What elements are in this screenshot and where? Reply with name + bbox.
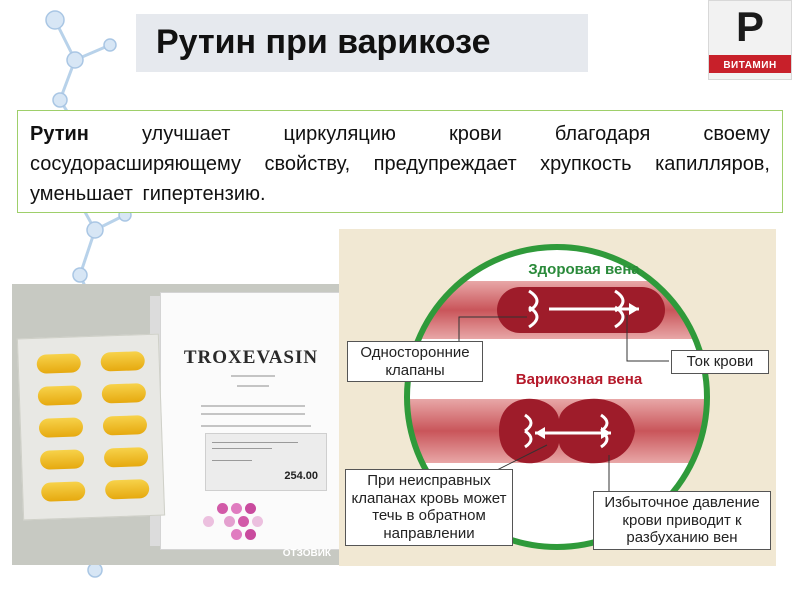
capsule [36, 353, 82, 374]
label-line [212, 448, 272, 449]
flow-callout: Ток крови [671, 350, 769, 374]
description-rest: улучшает циркуляцию крови благодаря свое… [30, 123, 770, 205]
package-text-line [231, 375, 275, 377]
capsule-blister [16, 333, 166, 521]
logo-caption: ВИТАМИН [723, 60, 777, 71]
description-lead: Рутин [30, 123, 89, 145]
package-text-line [201, 413, 305, 415]
valves-leader [458, 316, 527, 344]
logo-letter: Р [735, 3, 764, 50]
pattern-dot [224, 516, 235, 527]
pattern-dot [252, 516, 263, 527]
capsule [101, 383, 147, 404]
healthy-vein-heading: Здоровая вена [528, 261, 640, 278]
capsule [102, 415, 148, 436]
package-brand: TROXEVASIN [183, 347, 319, 368]
title-box: Рутин при варикозе [136, 14, 588, 72]
package-text-line [201, 425, 311, 427]
pattern-dot [231, 503, 242, 514]
label-line [212, 442, 298, 443]
slide-title: Рутин при варикозе [156, 23, 491, 61]
pattern-dot [245, 503, 256, 514]
vitamin-logo: Р ВИТАМИН [708, 0, 792, 80]
pattern-dot [217, 503, 228, 514]
capsule [40, 481, 86, 502]
capsule [103, 447, 149, 468]
varicose-valve-left [524, 413, 533, 449]
description-text: Рутин улучшает циркуляцию крови благодар… [30, 119, 770, 209]
varicose-vein-heading: Варикозная вена [515, 371, 643, 388]
logo-strip [709, 55, 791, 73]
pressure-callout: Избыточное давление крови приводит к раз… [593, 491, 771, 551]
pattern-dot [231, 529, 242, 540]
healthy-flow-arrowhead [629, 303, 639, 315]
varicose-vein-core [499, 398, 635, 464]
label-line [212, 460, 252, 461]
medicine-package: TROXEVASIN 254.00 [160, 292, 341, 550]
capsule [104, 479, 150, 500]
capsule [37, 385, 83, 406]
valves-callout: Односторонние клапаны [347, 341, 483, 383]
price-label: 254.00 [205, 433, 327, 491]
reverse-flow-callout: При неисправных клапанах кровь может теч… [345, 469, 513, 546]
flow-leader [626, 315, 669, 362]
package-text-line [201, 405, 305, 407]
price-value: 254.00 [284, 470, 318, 482]
pattern-dot [245, 529, 256, 540]
pattern-dot [203, 516, 214, 527]
vein-diagram: Здоровая вена Варикозная вена Односторон… [339, 229, 776, 566]
description-box: Рутин улучшает циркуляцию крови благодар… [17, 110, 783, 213]
capsule [38, 417, 84, 438]
pattern-dot [238, 516, 249, 527]
medicine-photo: TROXEVASIN 254.00 ОТЗОВИК [12, 284, 341, 565]
healthy-valve-left [528, 289, 539, 329]
photo-watermark: ОТЗОВИК [282, 548, 331, 559]
package-text-line [237, 385, 269, 387]
capsule [39, 449, 85, 470]
lens-circle-border [404, 244, 710, 550]
capsule [100, 351, 146, 372]
